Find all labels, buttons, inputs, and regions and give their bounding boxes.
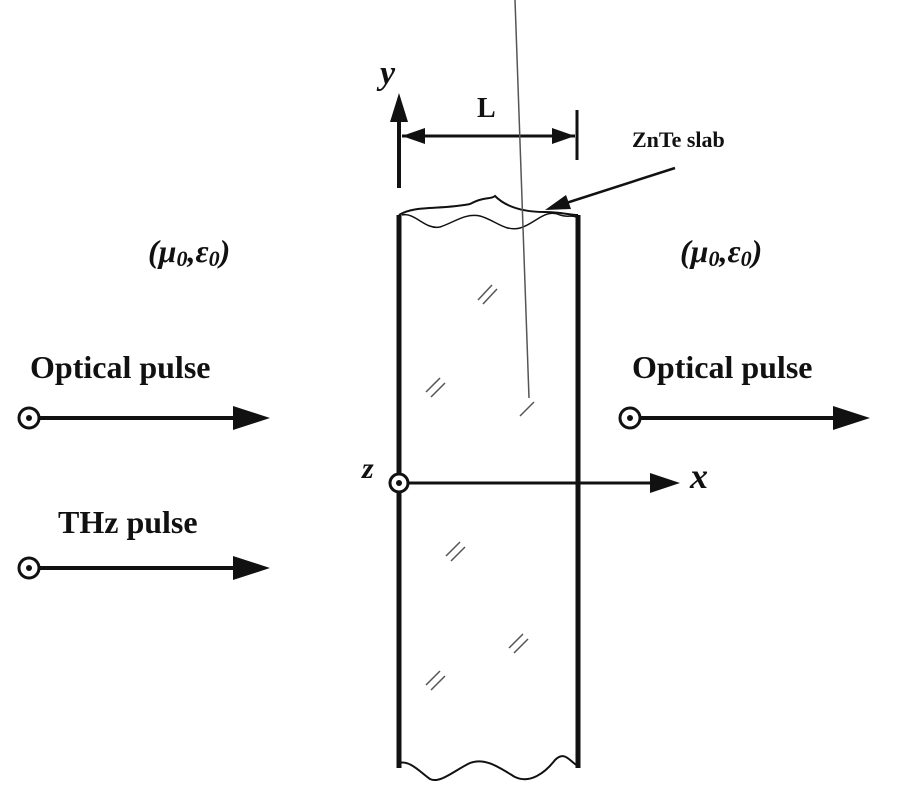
glass-hatch-marks xyxy=(425,0,535,691)
slab-callout: ZnTe slab xyxy=(545,127,725,210)
pulse-arrowhead-icon xyxy=(233,556,270,580)
hatch-mark xyxy=(425,377,446,398)
y-axis: y xyxy=(376,55,408,188)
medium-left: (μ0,ε0) xyxy=(148,233,230,271)
z-axis-dot-icon xyxy=(396,480,402,486)
paren-close: ) xyxy=(749,233,763,269)
comma: , xyxy=(718,233,727,269)
mu-subscript: 0 xyxy=(176,246,187,271)
hatch-mark xyxy=(514,0,535,417)
thz-pulse-left: THz pulse xyxy=(17,504,270,580)
thz-pulse-left-label: THz pulse xyxy=(58,504,198,540)
comma: , xyxy=(186,233,195,269)
dimension-arrowhead-right xyxy=(552,128,575,144)
medium-right: (μ0,ε0) xyxy=(680,233,762,271)
x-axis-arrowhead xyxy=(650,473,680,493)
pulse-arrowhead-icon xyxy=(233,406,270,430)
y-axis-label: y xyxy=(376,55,396,92)
optical-pulse-right: Optical pulse xyxy=(618,349,870,430)
znte-slab xyxy=(396,0,581,782)
epsilon-subscript: 0 xyxy=(209,246,220,271)
slab-label: ZnTe slab xyxy=(632,127,725,152)
epsilon-symbol: ε xyxy=(195,233,208,269)
thickness-label: L xyxy=(477,93,496,124)
hatch-mark xyxy=(445,541,466,562)
optical-pulse-right-label: Optical pulse xyxy=(632,349,812,385)
slab-leader-arrowhead xyxy=(545,195,571,210)
thickness-dimension: L xyxy=(402,93,579,160)
out-of-plane-dot-icon xyxy=(26,565,32,571)
mu-subscript: 0 xyxy=(708,246,719,271)
mu-symbol: μ xyxy=(689,233,709,269)
slab-top-break-outer xyxy=(398,194,579,216)
y-axis-arrowhead xyxy=(390,93,408,122)
out-of-plane-dot-icon xyxy=(627,415,633,421)
hatch-mark xyxy=(508,633,529,654)
paren-open: ( xyxy=(680,233,693,269)
optical-pulse-left: Optical pulse xyxy=(17,349,270,430)
paren-close: ) xyxy=(217,233,231,269)
out-of-plane-dot-icon xyxy=(26,415,32,421)
pulse-arrowhead-icon xyxy=(833,406,870,430)
mu-symbol: μ xyxy=(157,233,177,269)
x-axis-label: x xyxy=(689,456,708,496)
slab-bottom-break xyxy=(398,755,579,782)
optical-pulse-left-label: Optical pulse xyxy=(30,349,210,385)
medium-right-label: (μ0,ε0) xyxy=(680,233,762,271)
z-axis: z xyxy=(361,452,410,494)
z-axis-label: z xyxy=(361,452,374,485)
hatch-mark xyxy=(425,670,446,691)
x-axis: x xyxy=(408,456,708,496)
paren-open: ( xyxy=(148,233,161,269)
epsilon-symbol: ε xyxy=(727,233,740,269)
slab-top-break-inner xyxy=(401,212,579,230)
dimension-arrowhead-left xyxy=(402,128,425,144)
epsilon-subscript: 0 xyxy=(741,246,752,271)
medium-left-label: (μ0,ε0) xyxy=(148,233,230,271)
slab-leader-line xyxy=(559,166,676,207)
hatch-mark xyxy=(477,284,498,305)
